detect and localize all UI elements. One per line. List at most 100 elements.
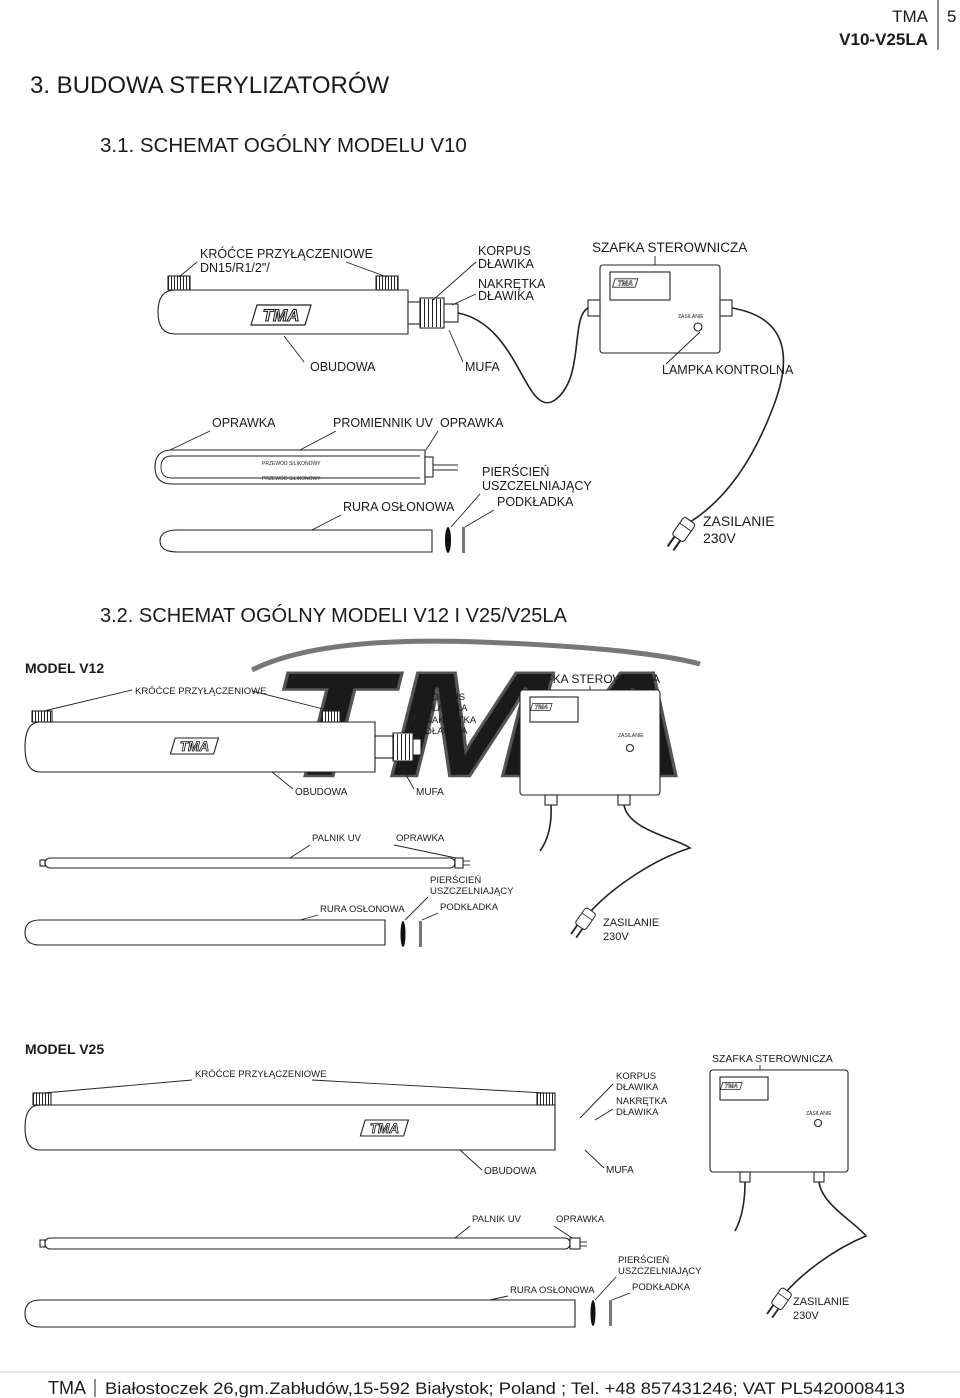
v12-power-cable bbox=[589, 804, 692, 913]
label-inlet-ports: KRÓĆCE PRZYŁĄCZENIOWE bbox=[135, 686, 266, 697]
v12-diagram: MODEL V12 TMA TMA ZASILANIE bbox=[24, 660, 692, 947]
logo-text: TMA bbox=[617, 280, 632, 288]
leader-line bbox=[311, 514, 342, 531]
label-sleeve-nut: MUFA bbox=[606, 1165, 634, 1176]
lamp-socket bbox=[454, 857, 464, 869]
v25-diagram: MODEL V25 TMA TMA ZASILANIE bbox=[24, 1041, 868, 1328]
gland-nut bbox=[407, 301, 421, 325]
label-power-supply: ZASILANIE bbox=[603, 917, 659, 929]
plug-rib bbox=[581, 912, 593, 921]
v10-o-ring bbox=[445, 527, 451, 553]
footer-address: Białostoczek 26,gm.Zabłudów,15-592 Biały… bbox=[105, 1379, 905, 1398]
v10-washer bbox=[462, 527, 465, 553]
logo-badge bbox=[250, 304, 312, 326]
label-uv-lamp: PROMIENNIK UV bbox=[333, 416, 434, 430]
label-quartz-sleeve: RURA OSŁONOWA bbox=[343, 500, 455, 514]
label-quartz-sleeve: RURA OSŁONOWA bbox=[320, 904, 405, 915]
leader-line bbox=[421, 912, 439, 921]
leader-line bbox=[594, 1276, 617, 1301]
v25-leader-lines bbox=[43, 1065, 761, 1301]
lamp-tube bbox=[44, 1237, 571, 1250]
plug-prong bbox=[666, 535, 676, 547]
plug-prong bbox=[672, 539, 682, 551]
leader-line bbox=[611, 1292, 631, 1301]
leader-line bbox=[271, 771, 294, 790]
v12-control-box: TMA ZASILANIE bbox=[519, 689, 661, 806]
v10-uv-lamp: PRZEWÓD SILIKONOWY PRZEWÓD SILIKONOWY bbox=[154, 449, 458, 485]
label-gland-body: KORPUS bbox=[616, 1071, 656, 1082]
label-power-voltage: 230V bbox=[603, 931, 629, 943]
v12-inlet-port-left bbox=[31, 710, 53, 723]
lamp-end-cap bbox=[39, 859, 46, 867]
leader-line bbox=[178, 261, 198, 278]
box-power-label: ZASILANIE bbox=[806, 1111, 832, 1117]
v10-leader-lines bbox=[178, 256, 701, 365]
gland-cap bbox=[443, 303, 459, 323]
footer-company: TMA bbox=[48, 1378, 86, 1398]
label-gland-nut-2: DŁAWIKA bbox=[425, 726, 468, 737]
gland-nut bbox=[374, 735, 394, 759]
box-gland-right bbox=[617, 794, 631, 806]
label-housing: OBUDOWA bbox=[310, 360, 376, 374]
label-control-box: SZAFKA STEROWNICZA bbox=[712, 1053, 833, 1065]
plug-body bbox=[672, 517, 696, 542]
box-gland-left bbox=[739, 1171, 751, 1183]
leader-line bbox=[553, 1225, 573, 1239]
logo-text: TMA bbox=[180, 739, 209, 754]
page-number: 5 bbox=[947, 7, 956, 26]
v25-uv-lamp bbox=[39, 1237, 587, 1250]
v12-power-plug bbox=[570, 907, 596, 939]
label-housing: OBUDOWA bbox=[484, 1166, 537, 1177]
v10-lamp-cable bbox=[457, 307, 589, 404]
box-gland-left bbox=[544, 794, 558, 806]
leader-line bbox=[397, 760, 415, 790]
v12-leader-lines bbox=[43, 686, 591, 921]
label-gland-nut-2: DŁAWIKA bbox=[478, 289, 534, 303]
leader-line bbox=[169, 430, 211, 451]
label-gland-body-2: DŁAWIKA bbox=[425, 703, 468, 714]
v25-inlet-port-right bbox=[536, 1092, 556, 1106]
label-uv-lamp: PALNIK UV bbox=[472, 1214, 522, 1225]
label-gland-nut: NAKRĘTKA bbox=[478, 277, 546, 291]
tma-logo: TMA bbox=[250, 304, 312, 326]
v12-cable-gland bbox=[374, 732, 422, 762]
label-inlet-ports: KRÓĆCE PRZYŁĄCZENIOWE bbox=[195, 1069, 326, 1080]
v25-o-ring bbox=[590, 1300, 596, 1326]
label-socket-left: OPRAWKA bbox=[212, 416, 276, 430]
label-o-ring: PIERŚCIEŃ bbox=[482, 464, 549, 479]
logo-badge bbox=[611, 278, 639, 288]
leader-line bbox=[283, 335, 305, 363]
header-model-range: V10-V25LA bbox=[839, 30, 928, 49]
v10-power-plug bbox=[666, 517, 696, 551]
box-gland-right bbox=[719, 299, 733, 317]
section-3-2-title: 3.2. SCHEMAT OGÓLNY MODELI V12 I V25/V25… bbox=[100, 604, 568, 627]
label-power-supply: ZASILANIE bbox=[793, 1296, 849, 1308]
plug-rib bbox=[777, 1292, 789, 1301]
box-power-label: ZASILANIE bbox=[618, 733, 644, 739]
lamp-tube bbox=[44, 857, 456, 869]
leader-line bbox=[579, 1083, 614, 1119]
leader-line bbox=[450, 493, 481, 528]
lamp-end-cap bbox=[39, 1239, 46, 1248]
v25-power-plug bbox=[766, 1287, 792, 1319]
v10-lamp-leader-lines bbox=[169, 430, 439, 451]
leader-line bbox=[464, 509, 495, 528]
section-3-1-title: 3.1. SCHEMAT OGÓLNY MODELU V10 bbox=[100, 134, 467, 157]
leader-line bbox=[43, 689, 133, 712]
v10-inlet-port-right bbox=[375, 275, 399, 291]
logo-text: TMA bbox=[263, 306, 300, 325]
page-footer: TMA Białostoczek 26,gm.Zabłudów,15-592 B… bbox=[0, 1371, 960, 1398]
leader-line bbox=[289, 844, 311, 859]
v10-sleeve-leader-lines bbox=[311, 493, 495, 531]
tma-logo: TMA bbox=[529, 703, 553, 711]
label-gland-body: KORPUS bbox=[478, 244, 531, 258]
leader-line bbox=[404, 896, 429, 921]
leader-line bbox=[594, 1108, 614, 1121]
label-o-ring-2: USZCZELNIAJĄCY bbox=[482, 479, 592, 493]
leader-line bbox=[665, 331, 701, 365]
logo-badge bbox=[529, 703, 553, 711]
leader-line bbox=[415, 727, 424, 740]
label-gland-body-2: DŁAWIKA bbox=[616, 1082, 659, 1093]
logo-badge bbox=[359, 1119, 410, 1137]
